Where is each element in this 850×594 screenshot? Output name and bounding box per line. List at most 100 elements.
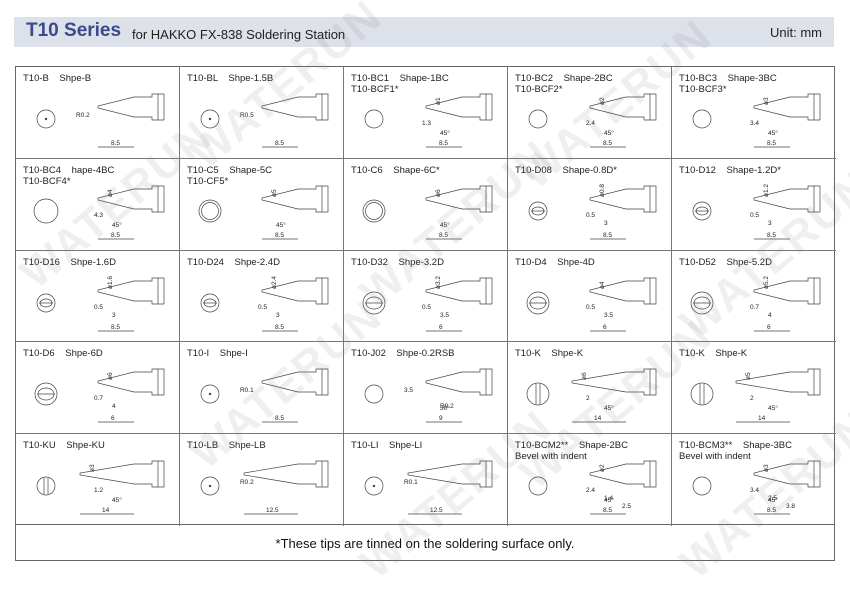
tip-front-view [362, 199, 386, 223]
tip-body-outline [297, 185, 329, 213]
tip-drawing: 93.530°R0.2 [364, 369, 493, 423]
tip-model-label: T10-BCM2** Shape-2BC Bevel with indent [515, 440, 628, 463]
tip-side-view [407, 463, 463, 485]
dimension-label: 8.5 [767, 140, 776, 147]
tip-front-view [526, 383, 550, 406]
tip-front-view [34, 383, 58, 406]
dimension-label: R0.2 [440, 403, 454, 410]
tip-body-outline [625, 460, 657, 488]
tip-drawing: 12.5R0.2 [200, 460, 329, 515]
tip-front-view [690, 291, 714, 314]
dimension-label: 45° [604, 404, 614, 412]
tip-drawing: 12.5R0.1 [364, 460, 493, 515]
tip-side-view [261, 372, 299, 393]
tip-inner-circle [365, 201, 383, 220]
dimension-label: 45° [604, 496, 614, 504]
dimension-label: 8.5 [275, 324, 284, 331]
dimension-label: ø5.2 [763, 275, 770, 288]
dimension-label: 9 [439, 415, 443, 422]
dimension-label: 12.5 [430, 507, 443, 514]
dimension-label: 8.5 [275, 232, 284, 239]
dimension-label: ø5 [271, 189, 278, 197]
tip-point-mark [208, 393, 212, 396]
tip-side-view [425, 96, 463, 118]
dimension-label: 8.5 [603, 507, 612, 514]
page-title: T10 Series [26, 20, 122, 41]
tip-front-view [200, 476, 220, 496]
tip-drawing: 6ø5.20.74 [690, 275, 821, 331]
dimension-label: 45° [768, 404, 778, 412]
tip-drawing: 8.5ø1.20.53 [692, 183, 821, 240]
tip-body-outline [461, 369, 493, 396]
dimension-label: R0.1 [240, 387, 254, 394]
tip-front-view [364, 385, 384, 404]
tip-side-view [753, 96, 791, 118]
tip-body-outline [133, 277, 165, 304]
dimension-label: 1.4 [604, 495, 613, 502]
tip-front-view [692, 109, 712, 129]
tip-body-outline [461, 460, 493, 488]
tip-side-view [753, 280, 791, 301]
dimension-label: ø1 [435, 97, 442, 105]
tip-model-label: T10-KU Shpe-KU [23, 440, 105, 452]
tip-model-label: T10-B Shpe-B [23, 73, 92, 84]
tip-cell: T10-BCM2** Shape-2BC Bevel with indent 8.… [508, 434, 672, 526]
tip-front-view [692, 201, 712, 221]
tip-model-label: T10-BC3 Shape-3BC T10-BCF3* [679, 73, 777, 95]
dimension-label: R0.2 [240, 479, 254, 486]
tip-drawing: 6ø3.20.53.5 [362, 275, 493, 331]
dimension-label: 45° [112, 496, 122, 504]
tip-point-mark [372, 484, 376, 488]
dimension-label: 0.5 [586, 304, 595, 311]
tip-point-mark [208, 117, 212, 121]
dimension-label: ø3.2 [435, 275, 442, 288]
tip-drawing: 8.5ø0.80.53 [528, 183, 657, 240]
tip-body-outline [625, 185, 657, 213]
tip-front-view [36, 476, 56, 496]
tip-body-outline [133, 93, 165, 121]
dimension-label: 0.5 [586, 212, 595, 219]
dimension-label: 8.5 [603, 232, 612, 239]
dimension-label: 4 [112, 403, 116, 410]
tip-model-label: T10-LB Shpe-LB [187, 440, 266, 452]
tip-front-view [200, 385, 220, 404]
dimension-label: ø1.2 [763, 183, 770, 196]
footer-note-box: *These tips are tinned on the soldering … [15, 525, 835, 561]
tip-side-view [589, 96, 627, 118]
dimension-label: 2 [586, 395, 590, 402]
dimension-label: 45° [440, 221, 450, 229]
tip-body-outline [297, 93, 329, 121]
dimension-label: ø2 [599, 464, 606, 472]
dimension-label: 0.5 [94, 304, 103, 311]
dimension-label: 3.4 [750, 487, 759, 494]
dimension-label: ø5 [745, 372, 752, 380]
tip-body-outline [133, 185, 165, 213]
dimension-label: ø4 [107, 189, 114, 197]
tip-side-view [97, 96, 135, 118]
tip-body-outline [789, 277, 821, 304]
tip-body-outline [297, 460, 329, 488]
tip-model-label: T10-BCM3** Shape-3BC Bevel with indent [679, 440, 792, 463]
dimension-label: 3.5 [604, 312, 613, 319]
tip-body-outline [297, 369, 329, 396]
tip-front-view [200, 293, 220, 312]
tip-side-view [425, 280, 463, 301]
tip-body-outline [297, 277, 329, 304]
